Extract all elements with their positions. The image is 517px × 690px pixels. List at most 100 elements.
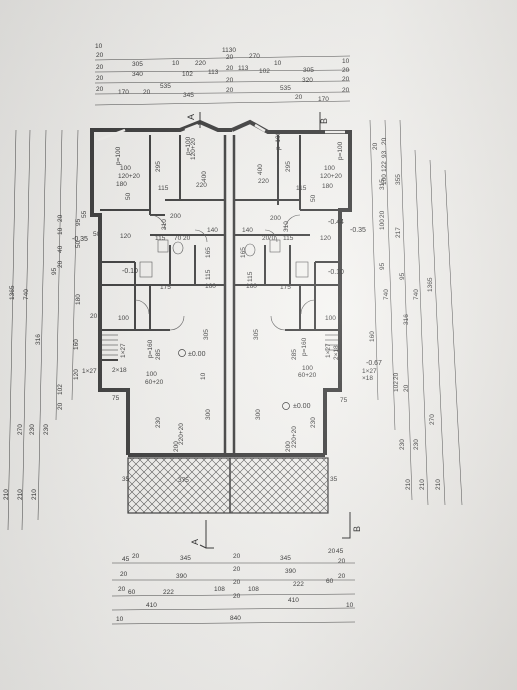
right-room-1: 295: [285, 161, 292, 172]
right-room-4: 400: [257, 164, 264, 175]
bottom-r1-0: 45: [122, 556, 130, 563]
top-dim-r2-1: 102: [182, 71, 193, 78]
right-bath-1: 60+20: [298, 372, 317, 379]
center-room-3: 120+20: [190, 138, 197, 160]
top-dim-r4-0: 170: [118, 89, 129, 96]
top-dim-r4-4: 20: [295, 94, 303, 101]
left-dim-c2-2: 120: [73, 369, 80, 380]
right-dim-c1-10: 210: [435, 479, 442, 490]
right-elev-marker: [282, 402, 290, 410]
right-dim-c1-0: 355: [395, 174, 402, 185]
left-dim-c1-0: 740: [23, 289, 30, 300]
right-wc-2: 115: [283, 235, 294, 242]
top-dim-r2-2: 113: [208, 69, 219, 76]
top-dim-r1-6: 305: [303, 67, 314, 74]
right-dim-c3-2: 100: [379, 219, 386, 230]
right-dim-c1-6: 230: [399, 439, 406, 450]
interior-walls-right: [234, 135, 345, 331]
right-stairs: [325, 334, 338, 351]
top-dim-r4-6: 20: [342, 87, 350, 94]
left-dim-c3-0: 180: [75, 294, 82, 305]
right-dim-c2-1: 93: [381, 150, 388, 158]
right-bottom-75: 75: [340, 397, 348, 404]
left-dim-c2-1: 160: [73, 339, 80, 350]
bottom-overall-left: 10: [116, 616, 124, 623]
right-bath-0: 100: [302, 365, 313, 372]
bottom-r1-6: 45: [336, 548, 344, 555]
left-dim-c2-4: 20: [57, 402, 64, 410]
right-dim-outer: 1365: [427, 277, 434, 292]
center-room-0: 400: [201, 171, 208, 182]
left-dim-c1-3: 230: [29, 424, 36, 435]
left-living-4: 220+20: [178, 423, 185, 445]
right-dim-c1-1: 315: [379, 179, 386, 190]
right-room-0: 180: [322, 183, 333, 190]
left-room-2: 50: [125, 192, 132, 200]
left-bath-1: 60+20: [145, 379, 164, 386]
left-dim-c1-1: 316: [35, 334, 42, 345]
section-mark-bottom-right: B: [352, 526, 362, 532]
top-dim-r2-5: 102: [259, 68, 270, 75]
right-dim-c2-3: 100: [381, 174, 388, 185]
left-window-small-b: 2×18: [112, 367, 127, 374]
left-dim-c3-1: 95: [75, 218, 82, 226]
top-dim-r1-5: 10: [274, 60, 282, 67]
right-window-small-b: 2×18: [333, 345, 340, 360]
bottom-r4-2: 410: [288, 597, 299, 604]
bottom-r3-0: 20: [118, 586, 126, 593]
right-elev-entry: -0.35: [350, 227, 366, 234]
right-room-3: 50: [310, 194, 317, 202]
door-swings: [134, 214, 316, 331]
bottom-r4-0: 410: [146, 602, 157, 609]
right-dim-c1-3b: 740: [413, 289, 420, 300]
terrace-hatch: [127, 457, 329, 514]
top-dim-r2-4: 113: [238, 65, 249, 72]
left-window-small-a: 1×27: [82, 368, 97, 375]
left-top-size-a: 100: [120, 165, 131, 172]
left-dim-c4-1: 10: [57, 227, 64, 235]
right-wc-4: 20: [262, 235, 270, 242]
right-dim-c1-5: 270: [429, 414, 436, 425]
left-dim-c1-5: 210: [3, 489, 10, 500]
top-dim-r4-1: 20: [143, 89, 151, 96]
bottom-r1-5: 20: [328, 548, 336, 555]
center-room-2: p=100: [185, 136, 192, 155]
right-dim-c1-9: 210: [419, 479, 426, 490]
bottom-r4-1: 20: [233, 593, 241, 600]
left-elev-entry: -0.35: [72, 236, 88, 243]
right-dim-c2-6: 102: [393, 381, 400, 392]
left-dim-c3-3: 50: [75, 240, 82, 248]
top-dim-r2-6: 320: [302, 77, 313, 84]
bottom-r1-4: 345: [280, 555, 291, 562]
top-dim-a2: 20: [96, 52, 104, 59]
left-wc-1: 200: [170, 213, 181, 220]
right-top-size-b: 120+20: [320, 173, 342, 180]
right-wc-5: 140: [242, 227, 253, 234]
right-dim-c1-7: 230: [413, 439, 420, 450]
bottom-r3-6: 222: [293, 581, 304, 588]
left-elev-main: ±0.00: [188, 351, 206, 358]
right-top-size-a: 100: [324, 165, 335, 172]
right-dim-c3-5: 20: [403, 384, 410, 392]
right-wc-1: 200: [270, 215, 281, 222]
top-dim-r1-7: 10: [342, 58, 350, 65]
party-wall: [223, 135, 236, 455]
right-living-0: 300: [255, 409, 262, 420]
right-dim-c1-2: 217: [395, 227, 402, 238]
right-bath-2: p=160: [301, 337, 308, 356]
right-wc-3: 70: [268, 235, 276, 242]
top-dim-a5: 20: [96, 86, 104, 93]
right-dim-c3-4: 160: [369, 331, 376, 342]
section-line-b: [319, 112, 351, 539]
left-hall-4: 115: [205, 269, 212, 280]
bottom-r3-7: 60: [326, 578, 334, 585]
left-bath-4: 10: [200, 372, 207, 380]
left-dimension-block: [7, 129, 79, 531]
right-living-4: 220+20: [291, 426, 298, 448]
top-dim-r2-0: 340: [132, 71, 143, 78]
right-center-220: 220: [258, 178, 269, 185]
right-elev-main: ±0.00: [293, 403, 311, 410]
right-living-2: 230: [310, 417, 317, 428]
